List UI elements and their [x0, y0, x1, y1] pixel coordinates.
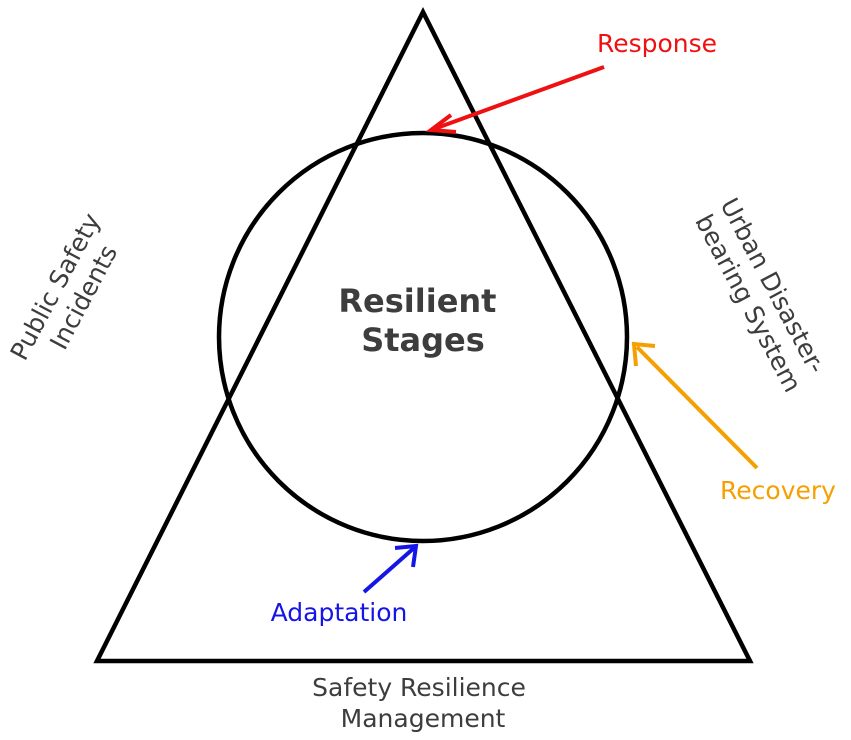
bottom-label-line-1: Safety Resilience — [312, 673, 526, 702]
right-side-label: Urban Disaster- bearing System — [688, 193, 835, 399]
bottom-label: Safety Resilience Management — [312, 673, 534, 733]
response-arrow — [425, 65, 605, 134]
center-title: Resilient Stages — [338, 282, 507, 359]
resilience-circle — [216, 130, 630, 544]
recovery-arrow — [631, 341, 759, 470]
center-title-line-1: Resilient — [338, 282, 496, 320]
bottom-label-line-2: Management — [341, 704, 506, 733]
left-side-label: Public Safety Incidents — [5, 201, 137, 379]
response-label: Response — [597, 29, 717, 58]
svg-text:Public Safety Incidents: Public Safety Incidents — [5, 201, 137, 379]
svg-text:Urban Disaster- bearing: Urban Disaster- bearing System — [688, 193, 835, 399]
adaptation-arrow — [362, 543, 419, 594]
center-title-line-2: Stages — [361, 321, 485, 359]
recovery-label: Recovery — [720, 476, 836, 505]
adaptation-label: Adaptation — [271, 598, 408, 627]
triangle-outline — [93, 6, 754, 664]
